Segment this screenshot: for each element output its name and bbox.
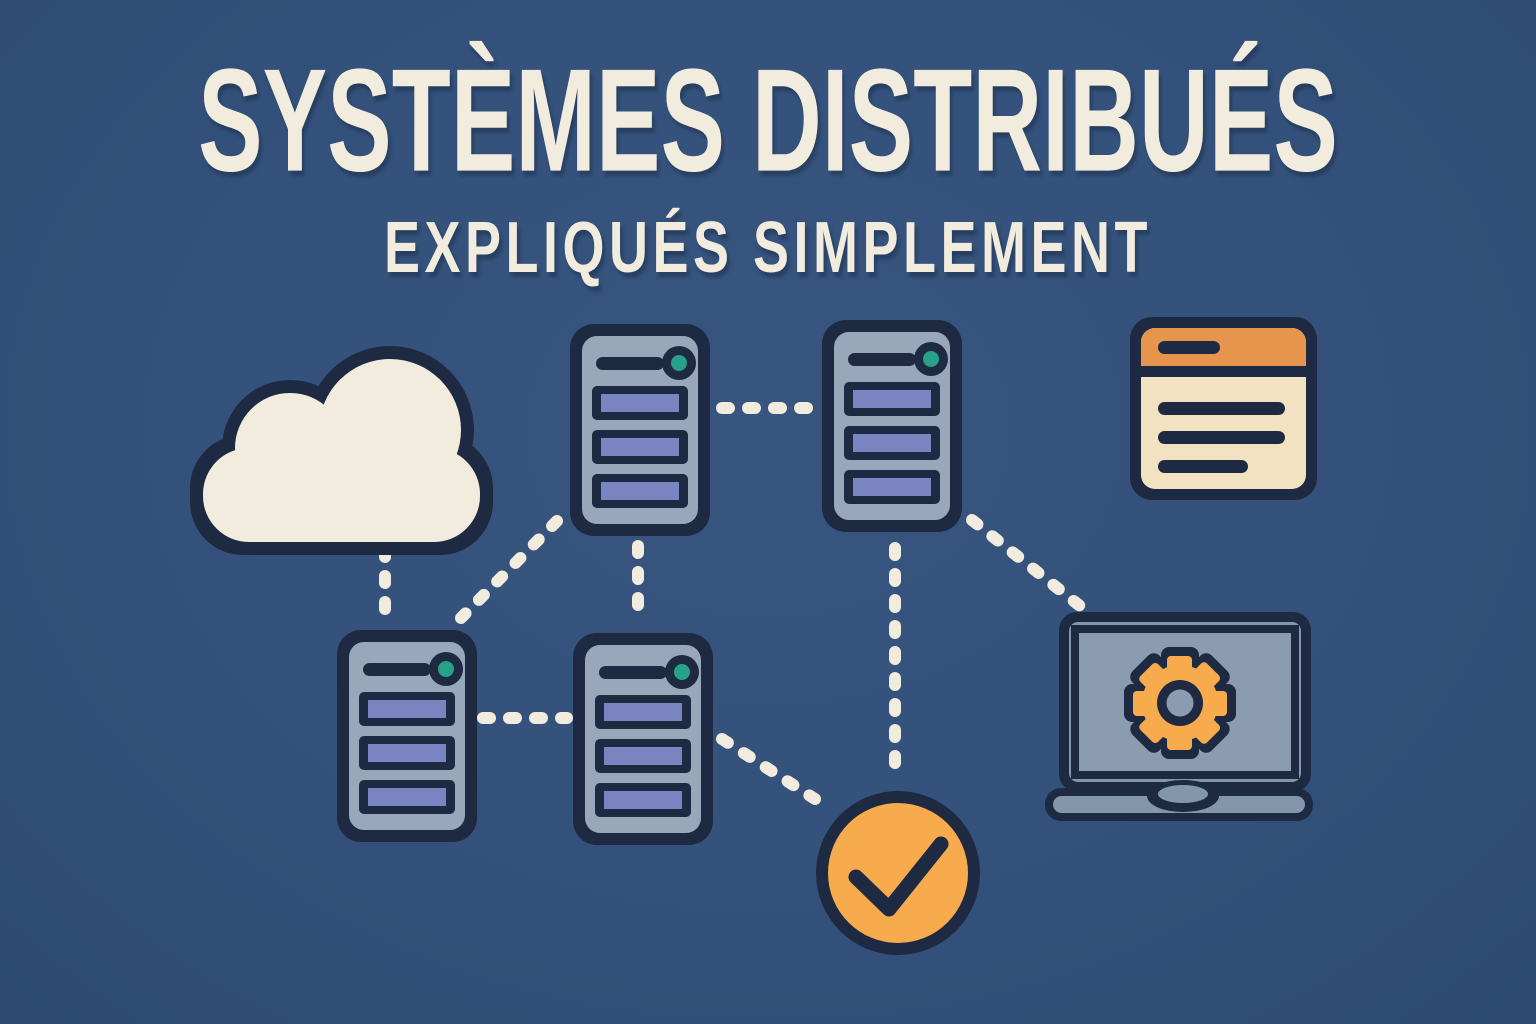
document-text-line	[1158, 402, 1285, 415]
document-icon	[1130, 317, 1317, 500]
check-mark	[848, 836, 949, 917]
poster-header: SYSTÈMES DISTRIBUÉS EXPLIQUÉS SIMPLEMENT	[0, 0, 1536, 284]
connection-top-left-to-bottom-left-server	[455, 515, 563, 624]
server-icon-top-left	[570, 324, 710, 536]
document-text-line	[1158, 431, 1285, 444]
connection-bottom-right-server-to-check	[716, 733, 821, 805]
connection-top-right-server-to-laptop	[966, 514, 1086, 612]
document-text-line	[1158, 460, 1248, 473]
gear-icon	[1124, 647, 1236, 759]
server-icon-top-right	[822, 320, 962, 532]
poster-subtitle: EXPLIQUÉS SIMPLEMENT	[383, 207, 1153, 288]
document-title-bar	[1158, 341, 1220, 354]
connection-lines	[379, 402, 1086, 805]
server-icon-bottom-right	[573, 633, 713, 845]
poster-title: SYSTÈMES DISTRIBUÉS	[198, 39, 1338, 203]
server-icon-bottom-left	[337, 630, 477, 842]
check-icon	[816, 791, 980, 955]
laptop-gear-icon	[1045, 612, 1313, 821]
cloud-icon	[190, 346, 493, 555]
